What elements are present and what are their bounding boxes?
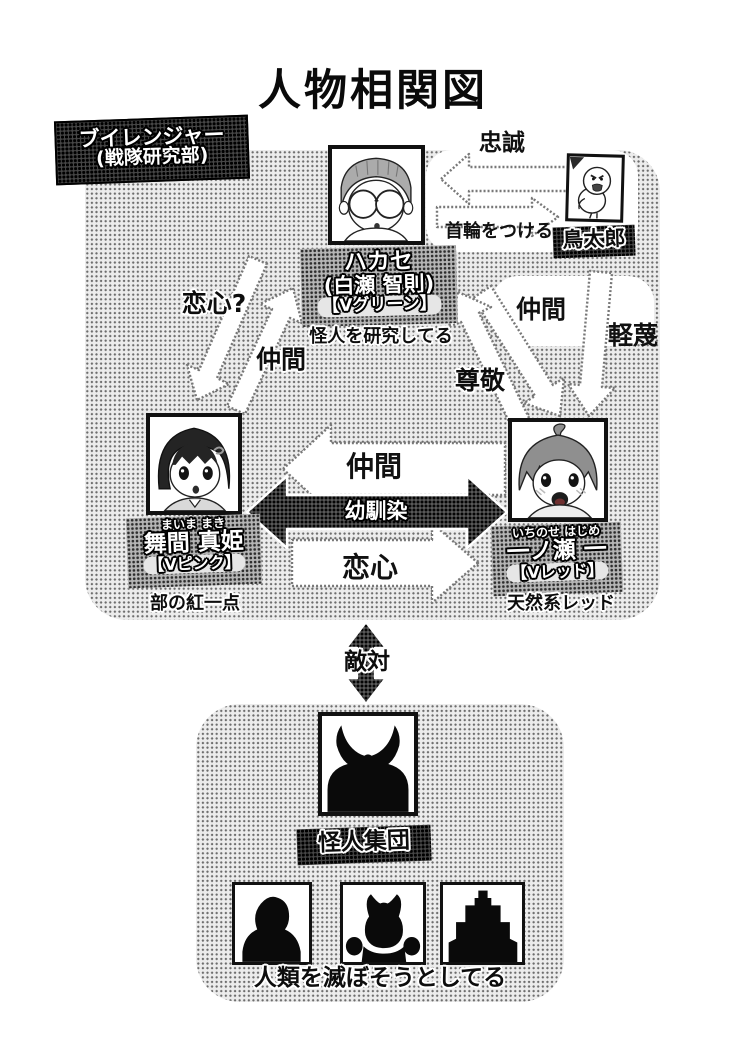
- maki-name: 舞間 真姫: [143, 527, 245, 558]
- childhood-friends-arrow: [245, 474, 509, 550]
- respect-arrow: [447, 290, 532, 430]
- robot-minion-silhouette-icon: [448, 890, 518, 962]
- villain-minion3-portrait: [440, 882, 525, 965]
- comrade-up-left-arrow: [225, 286, 304, 416]
- hostility-label: 敵対: [344, 649, 390, 675]
- hajime-note: 天然系レッド: [507, 593, 615, 614]
- hakase-face-icon: [338, 157, 414, 241]
- club-name-label: ブイレンジャー (戦隊研究部): [53, 114, 251, 186]
- maki-name-band: まいま まき 舞間 真姫 【Vピンク】: [125, 513, 263, 589]
- maki-portrait: [146, 413, 242, 515]
- comrade-horizontal-label: 仲間: [345, 450, 402, 483]
- childhood-friends-label: 幼馴染: [344, 499, 408, 523]
- maki-rank: 【Vピンク】: [142, 552, 246, 575]
- crush-label: 恋心: [341, 551, 398, 584]
- loyalty-label: 忠誠: [479, 130, 525, 156]
- villain-boss-portrait: [318, 712, 418, 816]
- hostility-arrow: [344, 620, 388, 706]
- hooded-minion-silhouette-icon: [242, 896, 301, 962]
- hajime-face-icon: [518, 423, 598, 518]
- villain-minion1-portrait: [232, 882, 312, 965]
- villain-boss-silhouette-icon: [327, 725, 409, 812]
- hakase-name-band: ハカセ (白瀬 智則) 【Vグリーン】: [300, 244, 458, 328]
- toritaro-bird-icon: [569, 156, 612, 219]
- crush-arrow: [290, 521, 480, 605]
- loyalty-arrow: [439, 152, 570, 206]
- villain-group-band: 怪人集団: [296, 824, 432, 866]
- contempt-arrow: [566, 269, 617, 418]
- hajime-portrait: [508, 418, 608, 522]
- comrade-down-right-arrow: [471, 284, 566, 418]
- hajime-rank: 【Vレッド】: [505, 560, 609, 583]
- love-question-label: 恋心?: [181, 289, 247, 318]
- comrade-horizontal-arrow: [281, 423, 507, 515]
- hajime-name-band: いちのせ はじめ 一ノ瀬 一 【Vレッド】: [490, 521, 624, 597]
- collar-arrow: [435, 196, 560, 238]
- toritaro-portrait: [565, 153, 625, 223]
- villains-note: 人類を滅ぼそうとしてる: [253, 965, 507, 991]
- villain-minion2-portrait: [340, 882, 426, 965]
- collar-label: 首輪をつける: [445, 221, 553, 242]
- contempt-label: 軽蔑: [607, 321, 658, 350]
- villain-group-name: 怪人集団: [317, 827, 411, 857]
- respect-label: 尊敬: [454, 366, 505, 395]
- toritaro-name-band: 鳥太郎: [552, 224, 636, 259]
- hakase-portrait: [328, 145, 425, 245]
- maki-face-icon: [157, 427, 231, 511]
- comrade-down-right-label: 仲間: [515, 295, 566, 324]
- maki-note: 部の紅一点: [150, 593, 240, 614]
- love-question-arrow: [185, 254, 269, 402]
- hakase-note: 怪人を研究してる: [309, 326, 453, 347]
- hakase-rank: 【Vグリーン】: [317, 294, 442, 318]
- comrade-up-left-label: 仲間: [255, 345, 306, 374]
- cat-minion-silhouette-icon: [345, 894, 421, 962]
- page-title: 人物相関図: [258, 66, 488, 116]
- toritaro-name: 鳥太郎: [562, 225, 626, 253]
